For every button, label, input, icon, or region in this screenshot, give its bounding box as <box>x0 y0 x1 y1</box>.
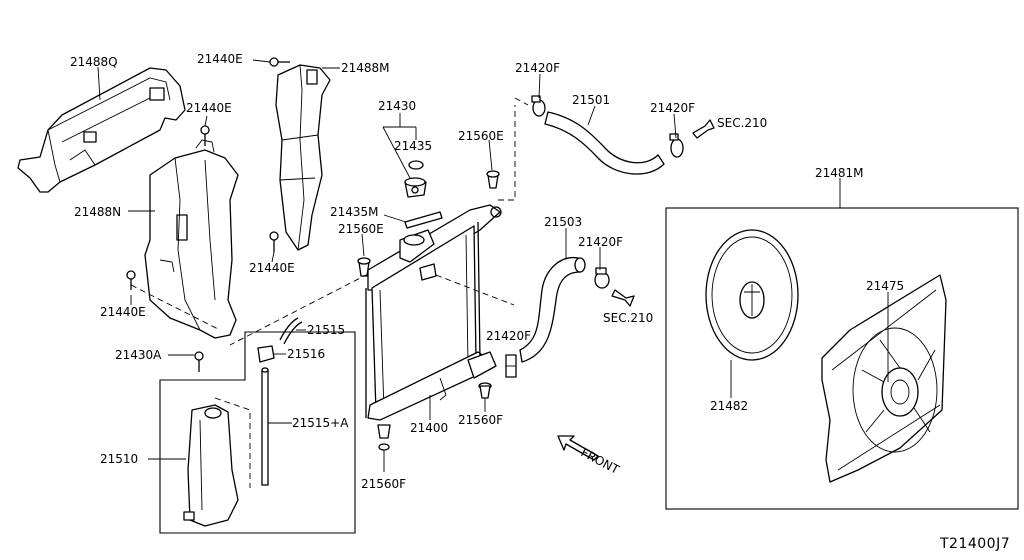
front-arrow-icon <box>557 435 599 461</box>
label-21560E-b: 21560E <box>338 222 384 236</box>
label-21560F-b: 21560F <box>361 477 406 491</box>
label-21420F-d: 21420F <box>486 329 531 343</box>
leader-21420F-a <box>538 73 541 99</box>
bolt-21440E-c <box>200 125 210 146</box>
label-21440E-d: 21440E <box>100 305 146 319</box>
label-21420F-c: 21420F <box>578 235 623 249</box>
part-21488Q-drawing <box>17 67 186 193</box>
label-21435M: 21435M <box>330 205 379 219</box>
label-21440E-a: 21440E <box>197 52 243 66</box>
arrow-sec210-a <box>692 119 715 139</box>
shroud-21475-drawing <box>821 274 947 483</box>
dash-radiator-left <box>229 273 369 346</box>
label-21501: 21501 <box>572 93 610 107</box>
bushing-21560F-b <box>377 424 391 451</box>
label-front: FRONT <box>579 445 622 477</box>
label-21440E-c: 21440E <box>186 101 232 115</box>
leader-21420F-b <box>673 113 677 139</box>
dash-radiator-hose <box>435 274 515 306</box>
dash-upper-hose <box>498 105 516 201</box>
label-21475: 21475 <box>866 279 904 293</box>
clamp-21420F-b <box>669 133 684 158</box>
hose-21501-drawing <box>544 111 665 175</box>
label-21488N: 21488N <box>74 205 121 219</box>
label-21420F-b: 21420F <box>650 101 695 115</box>
bushing-21560F-a <box>478 382 492 399</box>
label-21560E-a: 21560E <box>458 129 504 143</box>
clamp-21420F-d <box>505 354 517 378</box>
label-sec210-b: SEC.210 <box>603 311 653 325</box>
hose-21503-drawing <box>519 257 586 363</box>
dash-upper-hose-b <box>514 97 529 106</box>
clip-21516 <box>257 345 275 363</box>
fan-box <box>665 207 1019 510</box>
bushing-21560E-a <box>486 170 500 189</box>
label-21400: 21400 <box>410 421 448 435</box>
leader-21501 <box>587 105 596 126</box>
label-21488M: 21488M <box>341 61 390 75</box>
leader-21488Q <box>97 66 101 101</box>
clamp-21420F-c <box>594 267 610 289</box>
bolt-21440E-a <box>269 57 290 67</box>
bolt-21440E-b <box>269 231 279 252</box>
leader-21430-left <box>382 126 411 179</box>
label-21503: 21503 <box>544 215 582 229</box>
label-21440E-b: 21440E <box>249 261 295 275</box>
leader-21435M <box>383 214 407 223</box>
label-21515A: 21515+A <box>292 416 349 430</box>
reservoir-box <box>159 331 356 534</box>
bushing-21560E-b <box>357 257 371 277</box>
leader-21560E-b <box>361 233 365 257</box>
label-21516: 21516 <box>287 347 325 361</box>
label-21510: 21510 <box>100 452 138 466</box>
label-21420F-a: 21420F <box>515 61 560 75</box>
radiator-21400-drawing <box>365 204 502 421</box>
part-21488M-drawing <box>275 64 331 251</box>
part-21488N-drawing <box>144 139 239 339</box>
gasket-21435 <box>408 160 424 170</box>
label-21430: 21430 <box>378 99 416 113</box>
label-21435: 21435 <box>394 139 432 153</box>
diagram-ref-code: T21400J7 <box>939 536 1010 552</box>
bolt-21430A <box>194 351 204 372</box>
hose-21515 <box>279 317 303 345</box>
tube-21515A <box>261 367 269 486</box>
label-21488Q: 21488Q <box>70 55 118 69</box>
label-21430A: 21430A <box>115 348 162 362</box>
leader-21560E-a <box>488 139 493 171</box>
fan-21482-drawing <box>705 229 799 361</box>
seal-21435M <box>404 211 443 229</box>
leader-21440E-b <box>271 251 275 263</box>
reservoir-21510-drawing <box>183 397 251 527</box>
leader-21440E-a <box>252 59 271 63</box>
label-21481M: 21481M <box>815 166 864 180</box>
arrow-sec210-b <box>611 289 635 307</box>
label-21560F-a: 21560F <box>458 413 503 427</box>
leader-21440E-c <box>204 115 208 127</box>
label-21515: 21515 <box>307 323 345 337</box>
label-21482: 21482 <box>710 399 748 413</box>
cap-21430 <box>404 177 427 198</box>
bolt-21440E-d <box>126 270 221 331</box>
clamp-21420F-a <box>531 95 546 117</box>
label-sec210-a: SEC.210 <box>717 116 767 130</box>
